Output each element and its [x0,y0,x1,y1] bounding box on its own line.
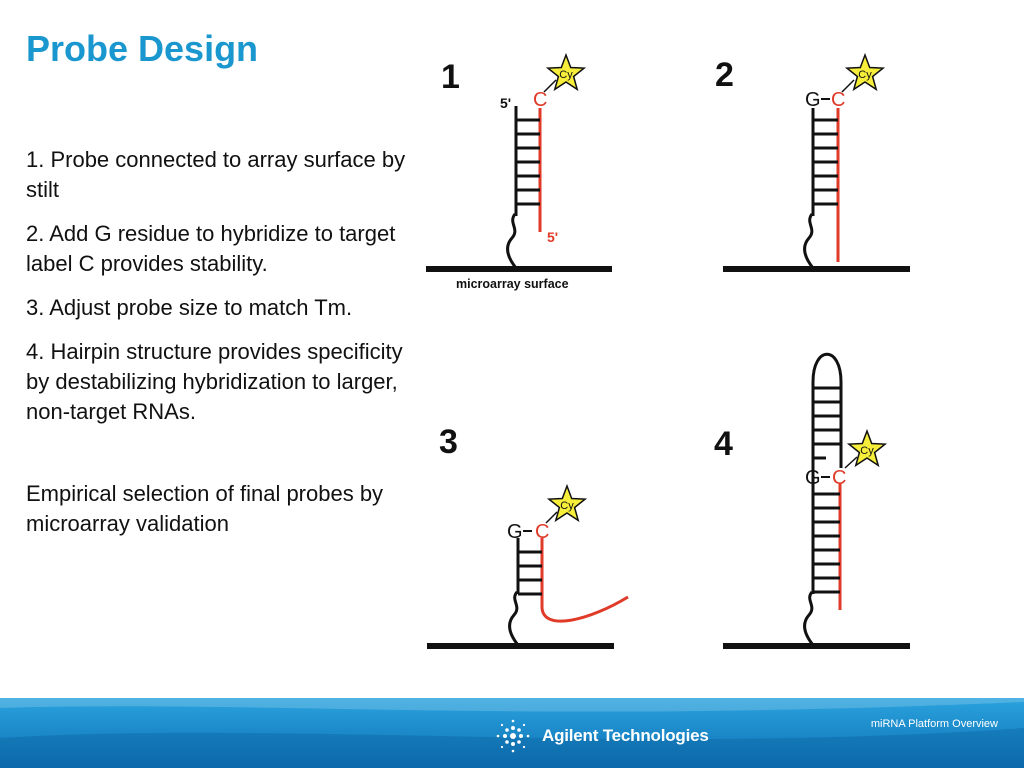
c-residue-1: C [533,89,547,111]
bullet-list: 1. Probe connected to array surface by s… [26,145,418,553]
c-residue-4: C [832,467,846,489]
dye-linker-2 [841,79,855,93]
base-pairs-4 [813,492,840,594]
agilent-spark-logo-icon [496,719,530,753]
stilt-3 [508,591,520,646]
stilt-1 [506,213,518,269]
brand-name: Agilent Technologies [542,726,709,745]
dye-linker-1 [543,79,557,93]
g-residue-4: G [805,467,821,489]
panel-number-2: 2 [715,56,734,94]
footer-bar [0,698,1024,768]
dye-linker-4 [844,456,858,469]
c-residue-3: C [535,521,549,543]
bullet-2: 2. Add G residue to hybridize to target … [26,221,396,276]
slide-title: Probe Design [26,28,259,69]
surface-label: microarray surface [456,277,569,291]
conclusion-text: Empirical selection of final probes by m… [26,481,384,536]
cy-label-1: Cy [559,69,573,81]
c-residue-2: C [831,89,845,111]
g-residue-3: G [507,521,523,543]
five-prime-target-label: 5' [547,229,558,245]
cy-dye-star-4: Cy [846,428,888,468]
base-pairs-2 [813,118,838,206]
hairpin-loop [811,352,843,594]
cy-dye-star-2: Cy [844,52,886,92]
dye-linker-3 [545,511,558,524]
cy-label-2: Cy [858,69,872,81]
stilt-2 [803,213,815,269]
g-residue-2: G [805,89,821,111]
panel-number-1: 1 [441,58,460,96]
cy-dye-star-1: Cy [545,52,587,92]
panel-number-3: 3 [439,423,458,461]
panel-3: 3 G C Cy [427,423,629,649]
hairpin-base-pairs [813,386,841,460]
bullet-1: 1. Probe connected to array surface by s… [26,147,406,202]
cy-dye-star-3: Cy [546,483,588,523]
target-strand-3 [540,538,629,623]
five-prime-probe-label: 5' [500,95,511,111]
probe-design-diagram: 1 5' C 5' microarray surface Cy 2 [426,52,910,649]
cy-label-3: Cy [560,500,574,512]
panel-number-4: 4 [714,425,733,463]
panel-1: 1 5' C 5' microarray surface Cy [426,52,612,291]
agilent-brand: Agilent Technologies [494,716,709,756]
panel-4: 4 G C Cy [714,352,910,649]
panel-2: 2 G C Cy [715,52,910,272]
base-pairs-1 [516,118,540,206]
stilt-4 [803,591,815,646]
cy-label-4: Cy [860,445,874,457]
bullet-3: 3. Adjust probe size to match Tm. [26,295,353,320]
bullet-4: 4. Hairpin structure provides specificit… [26,339,403,424]
footer-note: miRNA Platform Overview [870,718,998,730]
base-pairs-3 [518,550,542,596]
